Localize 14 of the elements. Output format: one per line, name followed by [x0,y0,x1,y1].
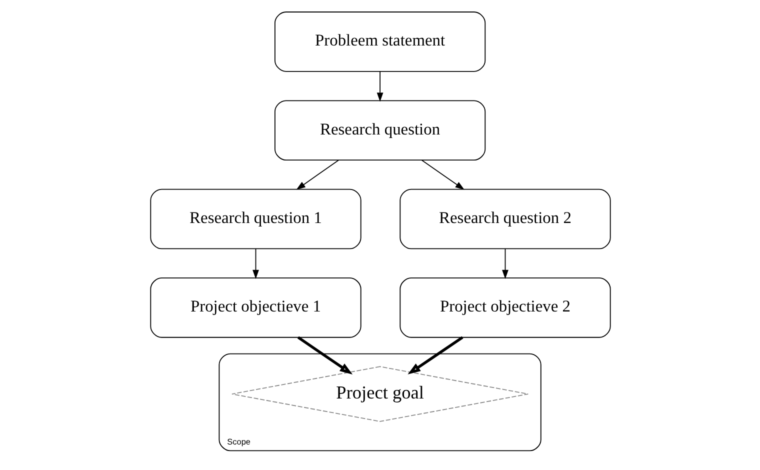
node-box: Project objectieve 2 [399,278,610,338]
node-box: Research question 2 [399,188,610,250]
arrow [420,160,464,190]
arrow [502,248,508,280]
node-box: Probleem statement [274,12,486,72]
arrow [252,248,258,280]
node-box: Research question [274,100,486,161]
node-box: Project objectieve 1 [150,278,361,338]
arrow [376,71,383,102]
arrow [407,336,463,374]
node-diamond: Project goal [231,366,528,422]
node-box: Research question 1 [150,188,361,250]
arrow [296,160,339,190]
arrow [296,336,352,374]
